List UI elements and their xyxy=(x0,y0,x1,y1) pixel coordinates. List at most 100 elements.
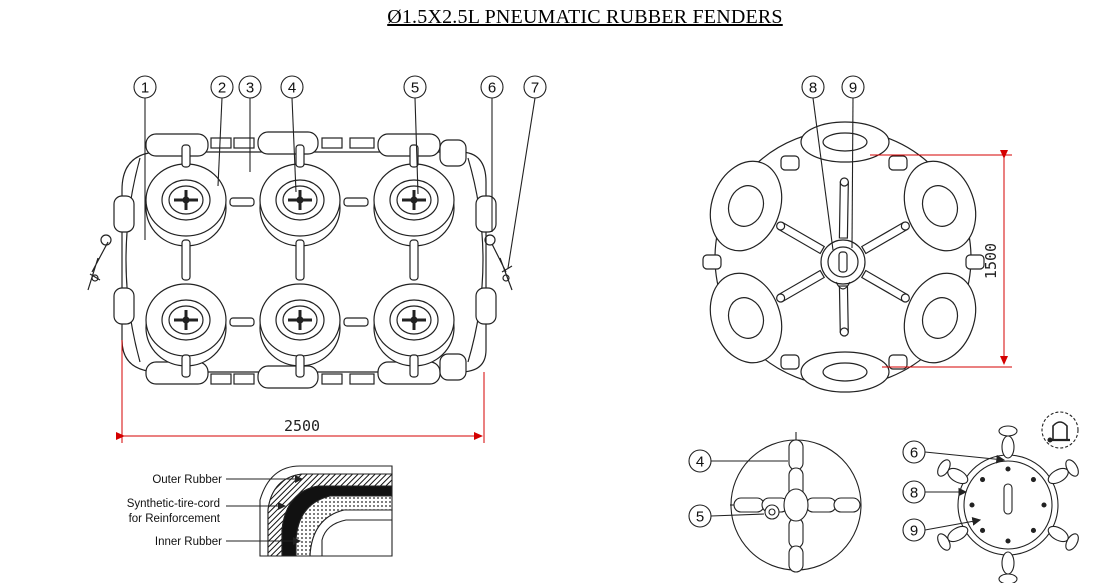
left-end-fitting xyxy=(87,234,112,291)
balloon-6 xyxy=(480,75,504,232)
left-side-tire xyxy=(113,287,135,325)
bolt-hole xyxy=(1041,502,1047,508)
fender-end-cap xyxy=(125,157,141,363)
balloon-3-label: 3 xyxy=(246,80,254,97)
chain-links xyxy=(181,144,419,378)
tire xyxy=(259,283,341,367)
tire-connector xyxy=(888,155,908,171)
hub-bolts xyxy=(969,466,1047,544)
right-side-tire xyxy=(475,287,497,325)
outer-rubber-label: Outer Rubber xyxy=(152,474,222,486)
end-tire xyxy=(800,351,890,393)
end-view-tires xyxy=(702,121,985,393)
bolt-hole xyxy=(979,527,986,534)
end-tire xyxy=(903,160,977,252)
tire-connector xyxy=(780,155,800,171)
end-tire xyxy=(800,121,890,163)
hub-flange-detail xyxy=(937,411,1079,583)
hub-balloon-6 xyxy=(902,440,1006,464)
hub-balloon-9-label: 9 xyxy=(910,523,918,540)
top-tire-row xyxy=(145,131,467,167)
tire xyxy=(259,163,341,247)
hub-chain xyxy=(937,525,969,551)
spoke-chain xyxy=(860,221,910,255)
end-view xyxy=(702,121,1012,393)
tire-connector xyxy=(965,254,985,270)
tire xyxy=(373,283,455,367)
hub-balloon-8-label: 8 xyxy=(910,485,918,502)
bolt-hole xyxy=(1030,476,1037,483)
tire-connector xyxy=(702,254,722,270)
cord-label-line1: Synthetic-tire-cord xyxy=(127,498,220,510)
bolt-hole xyxy=(1005,538,1011,544)
balloon-8 xyxy=(801,75,834,251)
fender-end-cap xyxy=(467,157,484,363)
balloon-8-label: 8 xyxy=(809,80,817,97)
balloon-1-label: 1 xyxy=(141,80,149,97)
spoke-chain xyxy=(838,285,849,337)
balloon-3 xyxy=(238,75,262,172)
balloon-2-label: 2 xyxy=(218,80,226,97)
hub-chain xyxy=(998,551,1018,583)
balloon-9-label: 9 xyxy=(849,80,857,97)
shackle-icon xyxy=(1047,421,1070,443)
tire-connector xyxy=(888,354,908,370)
diameter-value: 1500 xyxy=(982,243,1000,279)
right-end-fitting xyxy=(484,234,513,291)
tire-grid xyxy=(145,163,455,367)
spoke-chain xyxy=(860,269,910,303)
tire-connector xyxy=(780,354,800,370)
hub-chain xyxy=(998,425,1018,459)
bolt-hole xyxy=(979,476,986,483)
hub-chain xyxy=(1047,525,1079,551)
detail-balloon-5 xyxy=(688,504,765,528)
right-side-tire xyxy=(475,195,497,233)
left-side-tire xyxy=(113,195,135,233)
inner-cavity xyxy=(309,509,393,557)
hub-balloon-8 xyxy=(902,480,968,504)
balloon-9 xyxy=(841,75,865,249)
shackle xyxy=(764,504,780,520)
spoke-chain xyxy=(776,269,826,303)
hub-chain-links xyxy=(937,425,1079,583)
hub-balloon-6-label: 6 xyxy=(910,445,918,462)
cord-label-line2: for Reinforcement xyxy=(129,513,221,525)
end-tire xyxy=(709,272,783,364)
balloon-5 xyxy=(403,75,427,195)
end-tire xyxy=(903,272,977,364)
tire xyxy=(145,163,227,247)
bolt-hole xyxy=(1005,466,1011,472)
balloon-7 xyxy=(507,75,547,269)
balloon-7-label: 7 xyxy=(531,80,539,97)
balloon-1 xyxy=(133,75,157,240)
hub-balloon-9 xyxy=(902,517,982,542)
bolt-hole xyxy=(969,502,975,508)
balloon-6-label: 6 xyxy=(488,80,496,97)
length-value: 2500 xyxy=(284,417,320,435)
drawing-title: Ø1.5X2.5L PNEUMATIC RUBBER FENDERS xyxy=(387,6,783,28)
diameter-dimension xyxy=(870,150,1012,368)
hub-chain xyxy=(1047,459,1079,485)
spoke-chain xyxy=(838,177,849,239)
tire xyxy=(145,283,227,367)
detail-balloon-5-label: 5 xyxy=(696,509,704,526)
bottom-tire-row xyxy=(145,353,467,389)
bolt-hole xyxy=(1030,527,1037,534)
balloon-5-label: 5 xyxy=(411,80,419,97)
center-ring xyxy=(783,488,809,522)
balloon-2 xyxy=(210,75,234,187)
detail-balloon-4-label: 4 xyxy=(696,454,704,471)
balloon-4 xyxy=(280,75,304,193)
detail-balloon-4 xyxy=(688,449,788,473)
hub-chain xyxy=(937,459,969,485)
end-tire xyxy=(709,160,783,252)
length-dimension xyxy=(116,340,485,443)
chain-joint-detail xyxy=(730,432,862,573)
balloon-4-label: 4 xyxy=(288,80,296,97)
inner-rubber-label: Inner Rubber xyxy=(155,536,222,548)
side-view xyxy=(87,131,513,443)
tire xyxy=(373,163,455,247)
spoke-chain xyxy=(776,221,826,255)
hub-shackle xyxy=(835,281,851,290)
